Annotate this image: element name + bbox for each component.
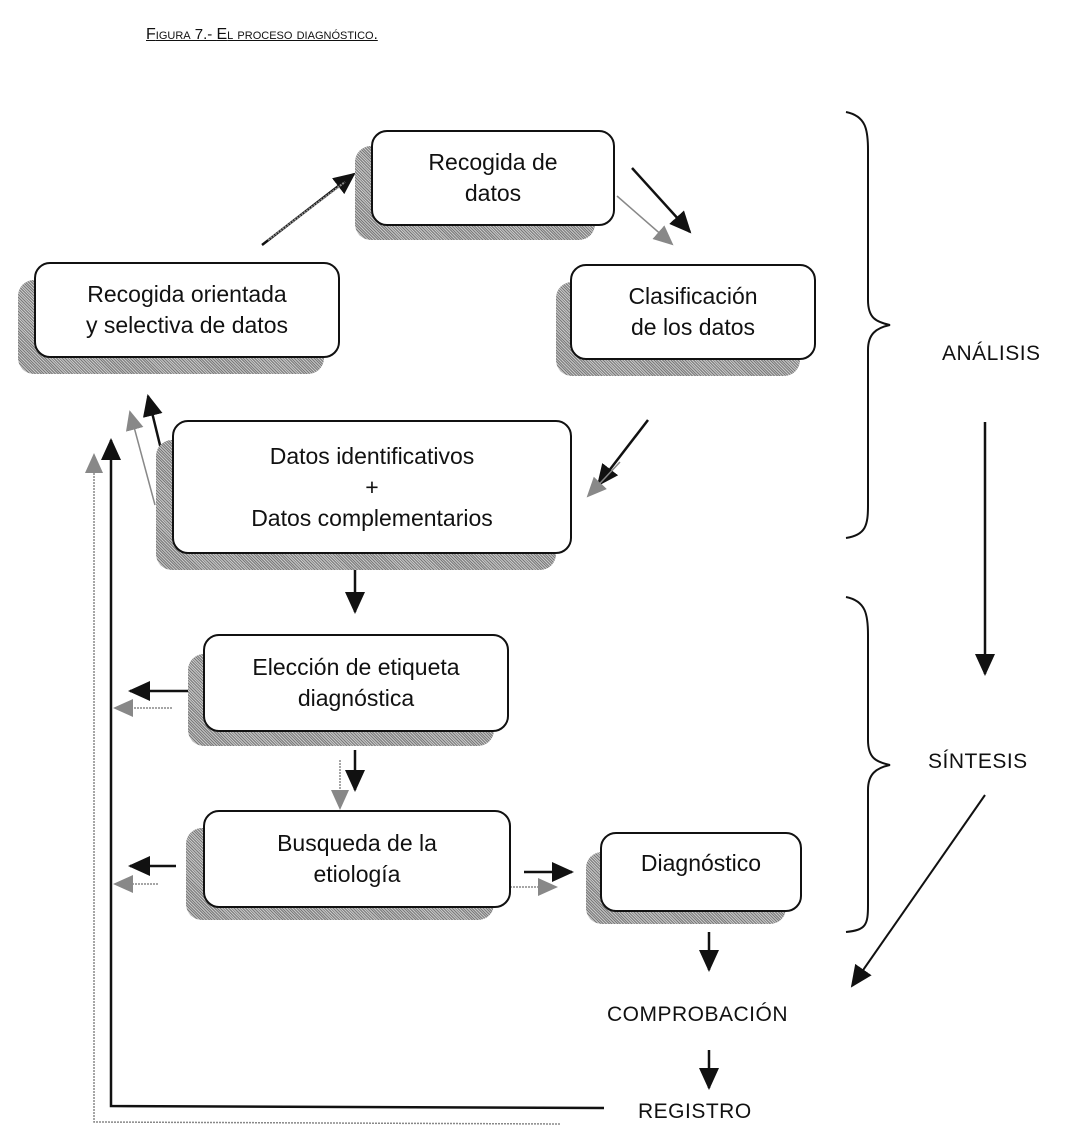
node-label: Diagnóstico: [640, 850, 762, 876]
figure-title: Figura 7.- El proceso diagnóstico.: [146, 26, 378, 44]
arrow-orientada-to-recogida: [261, 172, 356, 246]
arrow-recogida-to-clasificacion: [631, 167, 692, 234]
node-label: Datos identificativos + Datos complement…: [251, 442, 493, 531]
label-registro: REGISTRO: [638, 1100, 752, 1123]
title-part: l proceso diagnóstico.: [227, 26, 378, 43]
node-label: Elección de etiqueta diagnóstica: [252, 654, 460, 711]
label-comprobacion: COMPROBACIÓN: [607, 1003, 789, 1026]
label-sintesis: SÍNTESIS: [928, 750, 1028, 773]
node-recogida-orientada: Recogida orientada y selectiva de datos: [34, 262, 340, 358]
node-clasificacion: Clasificación de los datos: [570, 264, 816, 360]
arrow-clasificacion-to-datos: [596, 419, 649, 487]
brace-sintesis: [845, 596, 891, 933]
node-label: Busqueda de la etiología: [277, 830, 437, 887]
arrow-recogida-to-clasificacion-shadow: [616, 195, 674, 246]
arrow-clasificacion-to-datos-shadow: [586, 461, 621, 498]
node-label: Recogida orientada y selectiva de datos: [85, 281, 288, 338]
feedback-loop-registro-shadow: [85, 453, 561, 1125]
arrow-datos-to-orientada-shadow: [125, 410, 156, 506]
brace-analisis: [845, 111, 891, 539]
node-datos-identificativos: Datos identificativos + Datos complement…: [172, 420, 572, 554]
node-label: Recogida de datos: [428, 149, 558, 206]
feedback-loop-registro: [101, 438, 605, 1110]
node-busqueda-etiologia: Busqueda de la etiología: [203, 810, 511, 908]
node-eleccion-etiqueta: Elección de etiqueta diagnóstica: [203, 634, 509, 732]
node-diagnostico: Diagnóstico: [600, 832, 802, 912]
node-label: Clasificación de los datos: [628, 283, 758, 340]
arrow-sintesis-to-comprobacion: [850, 794, 986, 988]
label-analisis: ANÁLISIS: [942, 342, 1041, 365]
title-part: E: [216, 26, 228, 43]
node-recogida-datos: Recogida de datos: [371, 130, 615, 226]
title-part: igura 7.-: [155, 26, 217, 43]
title-part: F: [146, 26, 156, 43]
arrow-orientada-to-recogida-shadow: [267, 181, 346, 241]
